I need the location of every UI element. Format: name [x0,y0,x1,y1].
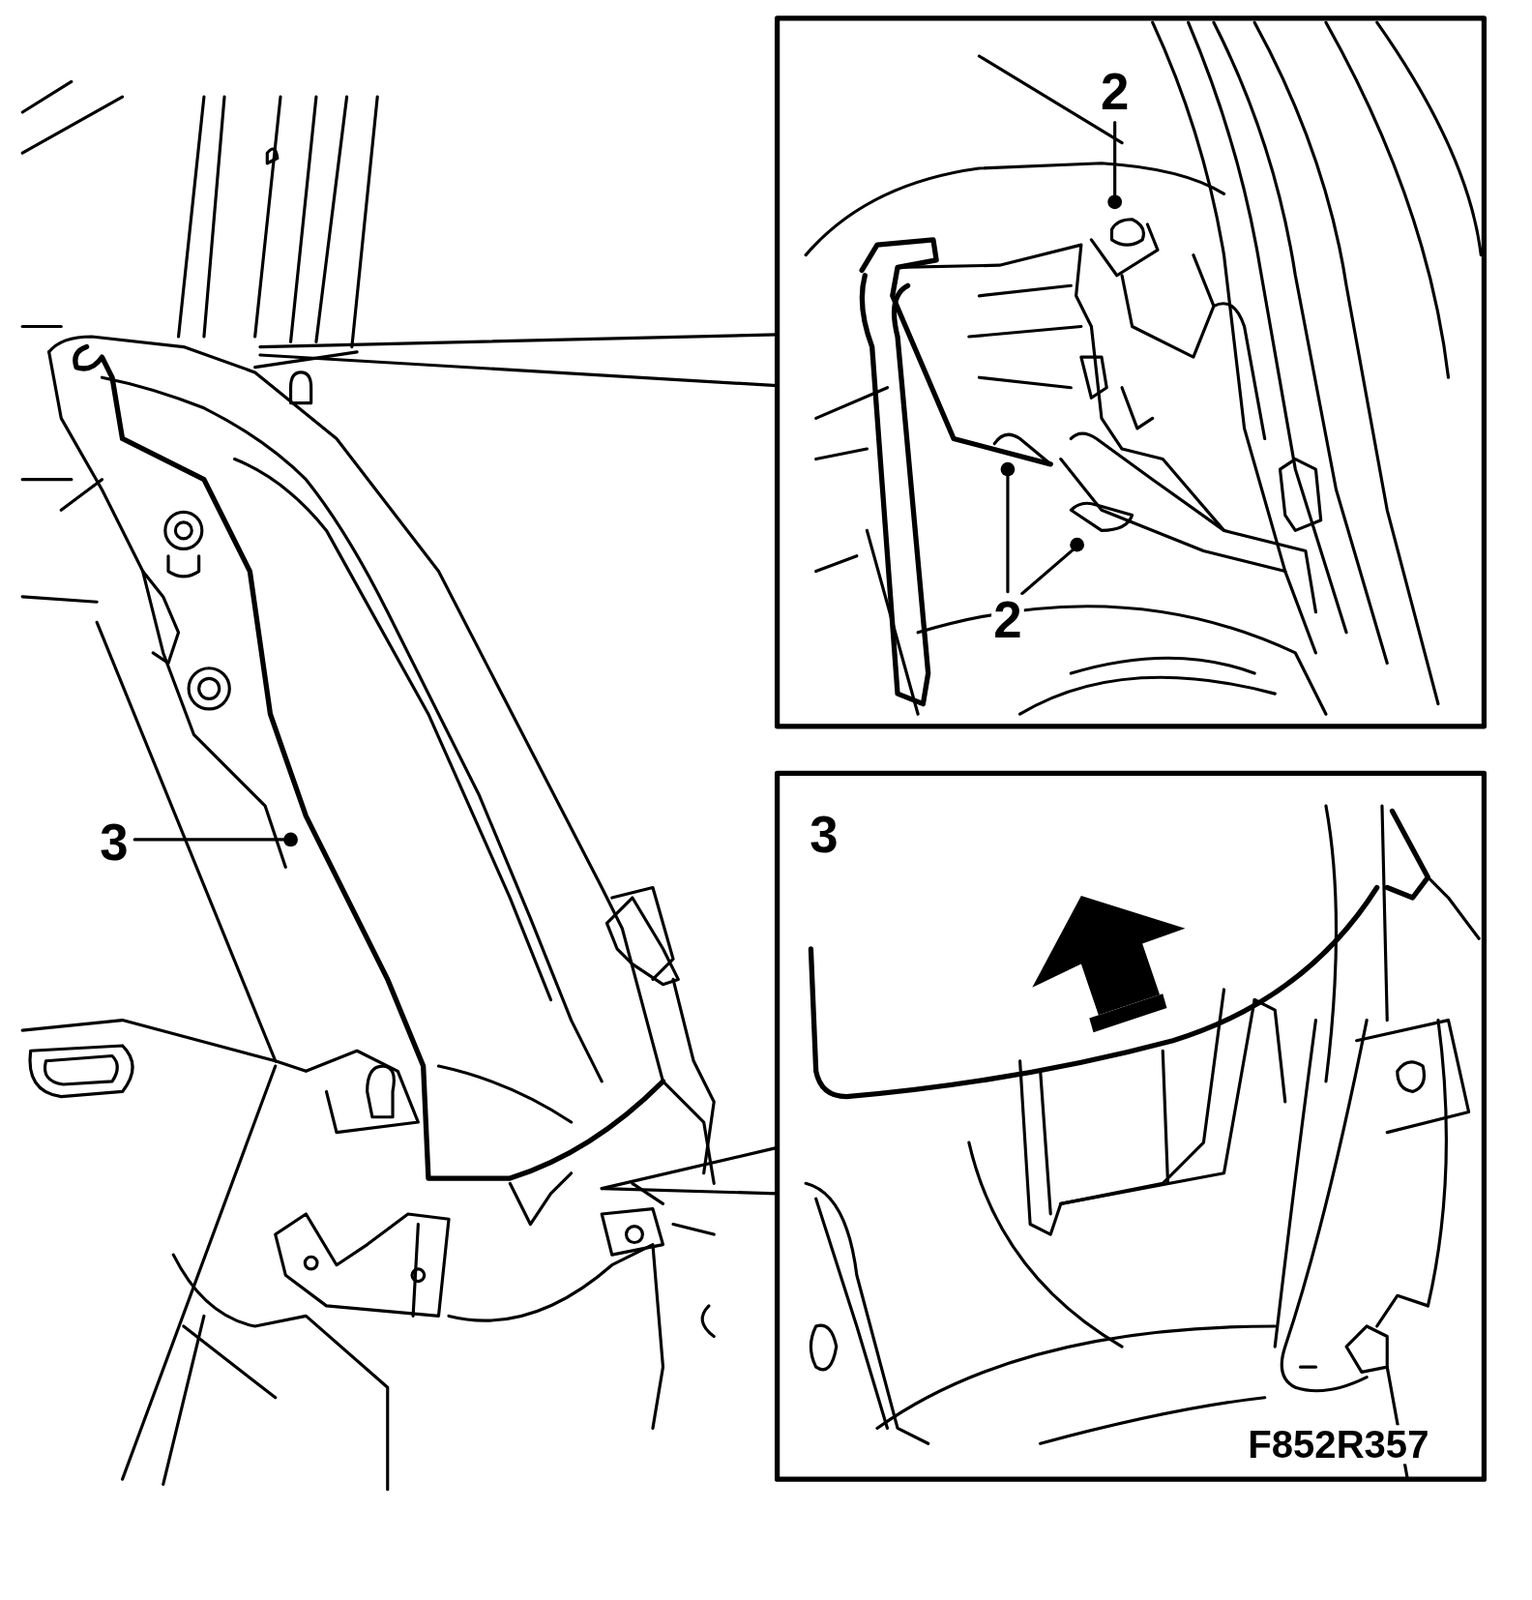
figure-code: F852R357 [1245,1424,1431,1464]
callout-number: 2 [1098,66,1132,118]
callout-number: 3 [807,808,841,860]
callout-number: 2 [991,594,1025,647]
callout-number: 3 [97,817,131,869]
